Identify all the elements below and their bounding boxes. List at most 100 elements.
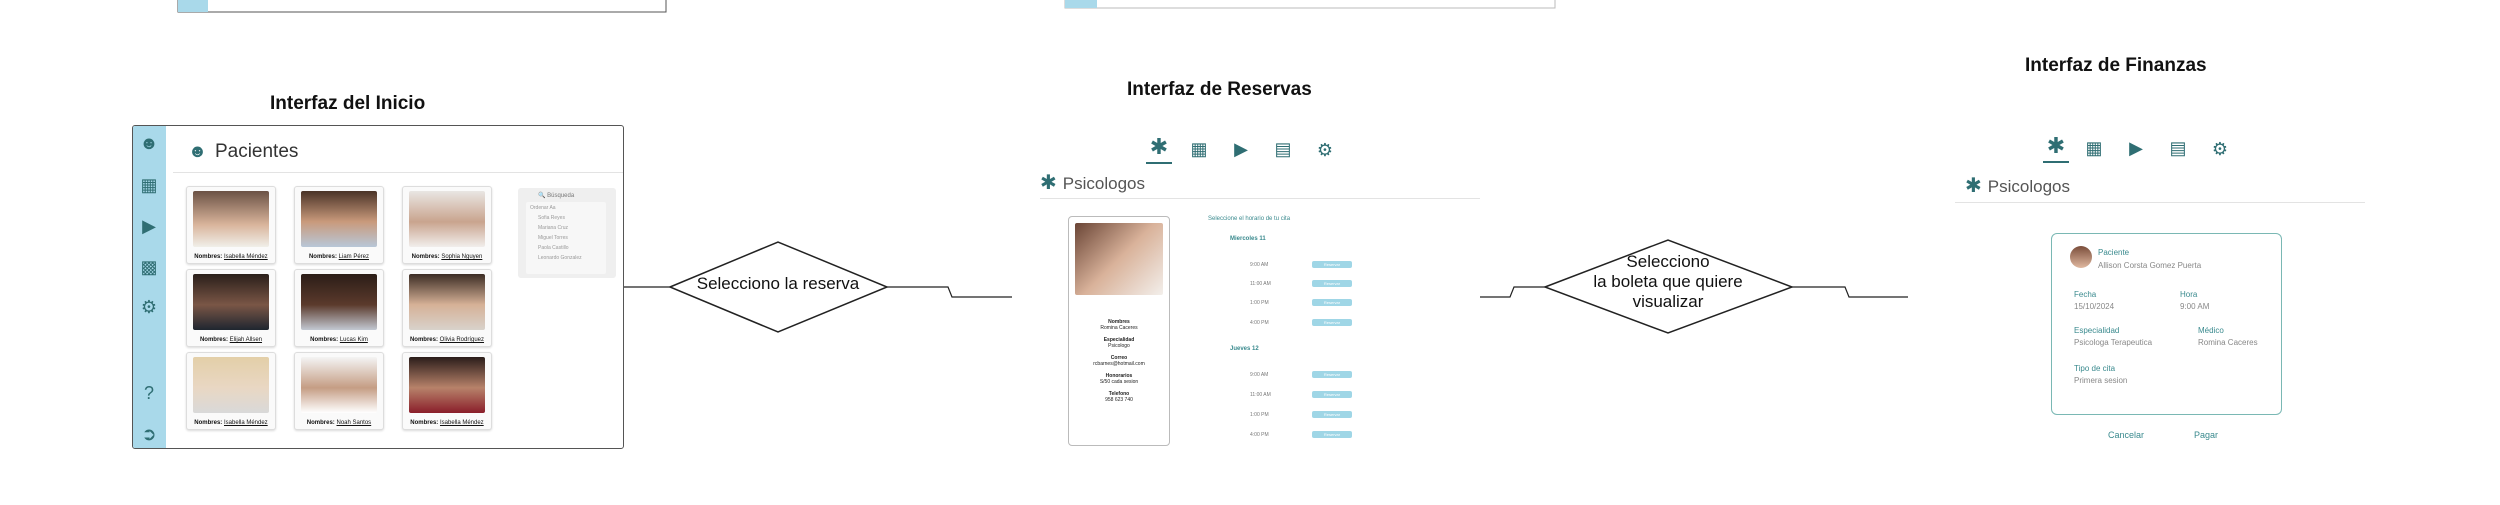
video-icon[interactable]: ▶ [2129, 138, 2143, 158]
asterisk-icon[interactable]: ✱ [1149, 134, 1169, 159]
video-icon[interactable]: ▶ [142, 216, 156, 236]
reserve-slot-button[interactable]: Reservar [1312, 261, 1352, 268]
profile-value: 958 623 740 [1105, 397, 1133, 403]
decision-label-line: Selecciono [1626, 252, 1710, 271]
patient-card[interactable]: Nombres: Isabella Méndez [402, 352, 492, 430]
asterisk-icon: ✱ [1965, 175, 1982, 197]
section-title: ✱ Psicologos [1965, 173, 2070, 198]
section-title: ✱Psicologos [1040, 170, 1145, 195]
time-label: 1:00 PM [1250, 412, 1269, 418]
page-title-text: Pacientes [214, 141, 299, 162]
patient-card[interactable]: Nombres: Sophia Nguyen [402, 186, 492, 264]
section-title-text: Psicologos [1987, 177, 2070, 196]
invoice-card[interactable]: Paciente Allison Corsta Gomez Puerta Fec… [2051, 233, 2282, 415]
cancel-button[interactable]: Cancelar [2108, 430, 2145, 440]
connector-diamond-finanzas [1792, 286, 1908, 298]
name-value[interactable]: Isabella Méndez [439, 420, 484, 426]
profile-label: Nombres [1108, 319, 1130, 325]
users-icon[interactable]: ☻ [139, 133, 159, 153]
cropped-frame-middle-sidebar [1065, 0, 1097, 8]
name-value[interactable]: Sophia Nguyen [441, 254, 483, 260]
name-label: Nombres: [310, 337, 339, 343]
name-value[interactable]: Liam Pérez [338, 254, 370, 260]
name-label: Nombres: [306, 420, 335, 426]
reserve-slot-button[interactable]: Reservar [1312, 431, 1352, 438]
name-value[interactable]: Olivia Rodríguez [439, 337, 485, 343]
patient-name: Nombres: Olivia Rodríguez [405, 337, 489, 343]
title-finanzas: Interfaz de Finanzas [2025, 55, 2207, 76]
search-panel: 🔍 Búsqueda Ordenar Aa Sofia Reyes Marian… [518, 188, 616, 278]
document-icon[interactable]: ▤ [1274, 139, 1292, 159]
profile-value: S/50 cada sesion [1099, 379, 1139, 385]
help-icon[interactable]: ? [143, 383, 154, 403]
time-label: 11:00 AM [1250, 392, 1271, 398]
patient-name: Nombres: Elijah Allsen [189, 337, 273, 343]
gear-icon[interactable]: ⚙ [140, 297, 158, 317]
video-icon[interactable]: ▶ [1234, 139, 1248, 159]
decision-label-line: la boleta que quiere [1593, 272, 1743, 291]
page-title: ☻Pacientes [188, 141, 298, 163]
name-value[interactable]: Isabella Méndez [223, 254, 268, 260]
patient-card[interactable]: Nombres: Lucas Kim [294, 269, 384, 347]
reserve-slot-button[interactable]: Reservar [1312, 391, 1352, 398]
time-label: 9:00 AM [1250, 372, 1269, 378]
patient-card[interactable]: Nombres: Liam Pérez [294, 186, 384, 264]
date-label: Fecha [2074, 290, 2097, 299]
patient-card[interactable]: Nombres: Elijah Allsen [186, 269, 276, 347]
profile-value: Psicologo [1108, 343, 1130, 349]
search-result-item[interactable]: Paola Castillo [538, 245, 569, 251]
calendar-icon[interactable]: ▦ [140, 175, 158, 195]
profile-value: Romina Caceres [1100, 325, 1138, 331]
decision-diamond-reserva [668, 241, 889, 333]
patient-card[interactable]: Nombres: Olivia Rodríguez [402, 269, 492, 347]
connector-reservas-diamond [1480, 286, 1545, 298]
patient-card[interactable]: Nombres: Noah Santos [294, 352, 384, 430]
logout-icon[interactable]: ➲ [141, 424, 157, 444]
doctor-value: Romina Caceres [2198, 338, 2258, 347]
title-reservas: Interfaz de Reservas [1127, 79, 1312, 100]
name-label: Nombres: [409, 337, 438, 343]
name-value[interactable]: Isabella Méndez [223, 420, 268, 426]
reserve-slot-button[interactable]: Reservar [1312, 280, 1352, 287]
chat-icon[interactable]: ▩ [140, 257, 158, 277]
search-result-item[interactable]: Miguel Torres [538, 235, 568, 241]
document-icon[interactable]: ▤ [2169, 138, 2187, 158]
decision-label-reserva: Selecciono la reserva [690, 274, 866, 294]
search-result-item[interactable]: Leonardo Gonzalez [538, 255, 582, 261]
search-result-item[interactable]: Sofia Reyes [538, 215, 565, 221]
patient-value: Allison Corsta Gomez Puerta [2098, 261, 2202, 270]
search-result-item[interactable]: Mariana Cruz [538, 225, 569, 231]
active-tab-indicator [2043, 161, 2069, 163]
patient-photo [193, 357, 269, 413]
reserve-slot-button[interactable]: Reservar [1312, 299, 1352, 306]
name-value[interactable]: Lucas Kim [339, 337, 368, 343]
reserve-slot-button[interactable]: Reservar [1312, 319, 1352, 326]
calendar-icon[interactable]: ▦ [2085, 138, 2103, 158]
cropped-frame-middle [1064, 0, 1556, 9]
name-label: Nombres: [199, 337, 228, 343]
name-value[interactable]: Noah Santos [336, 420, 372, 426]
search-results: Ordenar Aa Sofia Reyes Mariana Cruz Migu… [526, 202, 606, 274]
patient-card[interactable]: Nombres: Isabella Méndez [186, 186, 276, 264]
patient-name: Nombres: Sophia Nguyen [405, 254, 489, 260]
patient-photo [193, 191, 269, 247]
reserve-slot-button[interactable]: Reservar [1312, 411, 1352, 418]
patient-name: Nombres: Isabella Méndez [189, 254, 273, 260]
settings-icon[interactable]: ⚙ [2211, 139, 2229, 159]
calendar-icon[interactable]: ▦ [1190, 139, 1208, 159]
patient-label: Paciente [2098, 248, 2130, 257]
settings-icon[interactable]: ⚙ [1316, 140, 1334, 160]
name-value[interactable]: Elijah Allsen [229, 337, 263, 343]
pay-button[interactable]: Pagar [2194, 430, 2219, 440]
search-result-item[interactable]: Ordenar Aa [530, 205, 556, 211]
patient-card[interactable]: Nombres: Isabella Méndez [186, 352, 276, 430]
profile-label: Correo [1110, 355, 1128, 361]
patient-name: Nombres: Liam Pérez [297, 254, 381, 260]
title-inicio: Interfaz del Inicio [270, 93, 426, 114]
reserve-slot-button[interactable]: Reservar [1312, 371, 1352, 378]
asterisk-icon[interactable]: ✱ [2046, 133, 2066, 158]
cropped-frame-left [177, 0, 667, 13]
time-value: 9:00 AM [2180, 302, 2210, 311]
